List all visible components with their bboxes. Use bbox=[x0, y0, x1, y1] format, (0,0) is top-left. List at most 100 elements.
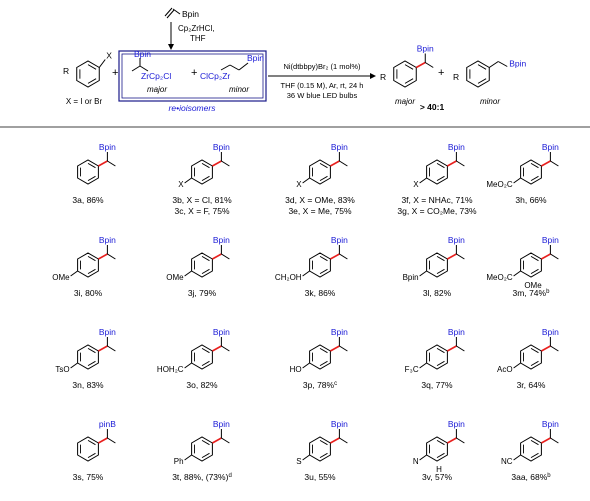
compound-label: 3l, 82% bbox=[423, 288, 452, 298]
substituent-label: MeO₂C bbox=[486, 180, 512, 189]
highlight-bond bbox=[330, 253, 340, 260]
bpin-label: Bpin bbox=[213, 142, 230, 152]
halide-note: X = I or Br bbox=[66, 97, 103, 106]
methyl-bond bbox=[221, 160, 230, 167]
highlight-bond bbox=[212, 345, 222, 352]
aryl-ring bbox=[309, 252, 331, 278]
bpin-ethyl-group: Bpin bbox=[98, 327, 116, 352]
substituent-bond bbox=[302, 177, 310, 184]
bpin-ethyl-group: Bpin bbox=[447, 327, 465, 352]
compound-label-2: 3g, X = CO₂Me, 73% bbox=[397, 206, 477, 216]
aryl-ring bbox=[426, 159, 448, 185]
r-group-label: R bbox=[453, 72, 459, 82]
ring-double-bond bbox=[201, 452, 210, 459]
highlight-bond bbox=[541, 345, 551, 352]
ring-double-bond bbox=[530, 360, 539, 367]
bpin-ethyl-group: Bpin bbox=[330, 327, 348, 352]
bpin-ethyl-group: Bpin bbox=[541, 235, 559, 260]
compound-label: 3h, 66% bbox=[515, 195, 547, 205]
ring-double-bond bbox=[530, 452, 539, 459]
footnote-marker: b bbox=[546, 289, 550, 295]
substituent-label: OMe bbox=[166, 273, 184, 282]
aryl-ring bbox=[520, 159, 542, 185]
bpin-label: Bpin bbox=[99, 142, 116, 152]
substituent-label: S bbox=[296, 457, 301, 466]
compound-label: 3u, 55% bbox=[304, 472, 336, 482]
aryl-ring bbox=[520, 344, 542, 370]
aryl-ring bbox=[191, 344, 213, 370]
substituent-bond bbox=[302, 454, 310, 461]
aryl-ring bbox=[191, 159, 213, 185]
ring-double-bond bbox=[436, 255, 445, 262]
ring-double-bond bbox=[87, 360, 96, 367]
compound-label: 3p, 78%c bbox=[303, 380, 337, 390]
compound-3s: pinB 3s, 75% bbox=[73, 419, 117, 482]
major-zr-label: ZrCp₂Cl bbox=[141, 71, 171, 81]
highlight-bond bbox=[447, 437, 457, 444]
regioisomer-box-inner bbox=[121, 53, 264, 99]
substituent-bond bbox=[513, 362, 521, 369]
methyl-bond bbox=[456, 437, 465, 444]
substituent-label: OMe bbox=[52, 273, 70, 282]
ring-double-bond bbox=[319, 255, 328, 262]
compound-label: 3f, X = NHAc, 71% bbox=[401, 195, 473, 205]
condition-solvent: THF (0.15 M), Ar, rt, 24 h bbox=[281, 81, 364, 90]
aryl-ring bbox=[426, 436, 448, 462]
substituent-bond bbox=[70, 270, 78, 277]
substituent-label: HOH₂C bbox=[157, 365, 184, 374]
bpin-label: Bpin bbox=[448, 327, 465, 337]
substituent-label: Bpin bbox=[403, 273, 419, 282]
ring-double-bond bbox=[436, 268, 445, 275]
ring-double-bond bbox=[87, 255, 96, 262]
halide-bond bbox=[98, 59, 106, 68]
ring-double-bond bbox=[201, 360, 210, 367]
condition-catalyst: Ni(dtbbpy)Br₂ (1 mol%) bbox=[283, 62, 361, 71]
aryl-ring bbox=[309, 344, 331, 370]
methyl-bond bbox=[339, 160, 348, 167]
highlight-bond bbox=[447, 160, 457, 167]
ring-double-bond bbox=[436, 439, 445, 446]
highlight-bond bbox=[212, 253, 222, 260]
bpin-ethyl-group: Bpin bbox=[212, 327, 230, 352]
ring-double-bond bbox=[530, 268, 539, 275]
bpin-label: Bpin bbox=[331, 419, 348, 429]
highlight-bond bbox=[212, 160, 222, 167]
highlight-bond bbox=[212, 437, 222, 444]
ring-double-bond bbox=[201, 162, 210, 169]
bpin-label: pinB bbox=[99, 419, 116, 429]
ring-double-bond bbox=[436, 452, 445, 459]
ring-double-bond bbox=[87, 64, 97, 70]
methyl-bond bbox=[221, 253, 230, 260]
highlight-bond bbox=[541, 160, 551, 167]
highlight-bond bbox=[330, 437, 340, 444]
ring-double-bond bbox=[436, 360, 445, 367]
compound-label-2: 3c, X = F, 75% bbox=[174, 206, 229, 216]
aryl-halide-ring bbox=[76, 60, 100, 88]
compound-label: 3v, 57% bbox=[422, 472, 453, 482]
compound-label: 3t, 88%, (73%)d bbox=[172, 472, 232, 482]
vinyl-double-bond bbox=[164, 7, 173, 17]
aryl-ring bbox=[426, 344, 448, 370]
highlight-bond bbox=[541, 253, 551, 260]
bpin-label: Bpin bbox=[417, 44, 434, 54]
minor-zr-label: ClCp₂Zr bbox=[200, 71, 230, 81]
ring-double-bond bbox=[530, 162, 539, 169]
ring-double-bond bbox=[436, 347, 445, 354]
bpin-ethyl-group: Bpin bbox=[212, 419, 230, 444]
methyl-bond bbox=[550, 253, 559, 260]
alkyl-bond bbox=[498, 61, 508, 67]
vinyl-double-bond bbox=[166, 9, 175, 19]
plus-sign: + bbox=[438, 67, 444, 79]
bpin-ethyl-group: Bpin bbox=[447, 235, 465, 260]
plus-sign: + bbox=[191, 67, 197, 79]
methyl-bond bbox=[456, 160, 465, 167]
substituent-bond bbox=[184, 177, 192, 184]
highlight-bond bbox=[541, 437, 551, 444]
compound-label: 3s, 75% bbox=[73, 472, 104, 482]
bpin-ethyl-group: Bpin bbox=[330, 142, 348, 167]
